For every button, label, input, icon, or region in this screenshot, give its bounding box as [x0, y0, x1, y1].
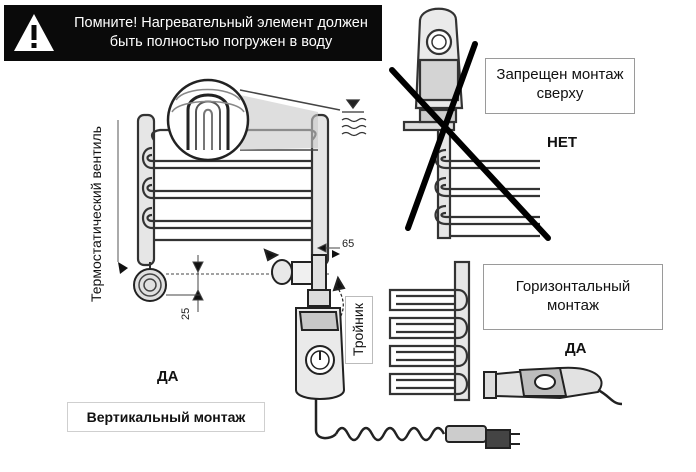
warning-banner: Помните! Нагревательный элемент должен б…	[4, 5, 382, 61]
horizontal-mount-line-1: Горизонтальный	[515, 278, 631, 295]
thermostatic-valve	[117, 120, 167, 302]
no-label: НЕТ	[547, 134, 577, 151]
radiator-vertical	[136, 113, 330, 267]
cross-mark-icon	[389, 41, 551, 241]
top-mount-forbidden-line-2: сверху	[536, 85, 584, 102]
tee-label-box	[345, 296, 373, 364]
warning-line-2: быть полностью погружен в воду	[109, 34, 333, 50]
magnifier-detail	[166, 78, 341, 162]
top-mount-forbidden-box: Запрещен монтаж сверху	[485, 58, 635, 114]
horizontal-mount-box: Горизонтальный монтаж	[483, 264, 663, 330]
horizontal-mount-line-2: монтаж	[546, 297, 600, 314]
warning-line-1: Помните! Нагревательный элемент должен	[74, 15, 368, 31]
radiator-forbidden	[402, 7, 540, 240]
thermostatic-valve-label: Термостатический вентиль	[88, 126, 104, 302]
tee-fitting	[263, 248, 346, 319]
dimension-65: 65	[342, 238, 355, 250]
arrow-icon	[332, 250, 340, 258]
vertical-mount-label: Вертикальный монтаж	[86, 409, 246, 425]
heater-vertical	[295, 289, 520, 449]
vertical-mount-box: Вертикальный монтаж	[67, 402, 265, 432]
tee-label: Тройник	[350, 303, 366, 356]
dimension-25: 25	[180, 307, 192, 320]
top-mount-forbidden-line-1: Запрещен монтаж	[496, 66, 624, 83]
yes-horizontal-label: ДА	[565, 340, 587, 357]
warning-triangle-icon	[14, 14, 54, 51]
radiator-horizontal	[388, 260, 471, 402]
warning-text: Помните! Нагревательный элемент должен б…	[62, 14, 380, 52]
heater-horizontal	[483, 366, 623, 406]
yes-vertical-label: ДА	[157, 368, 179, 385]
water-level-icon	[341, 99, 367, 137]
